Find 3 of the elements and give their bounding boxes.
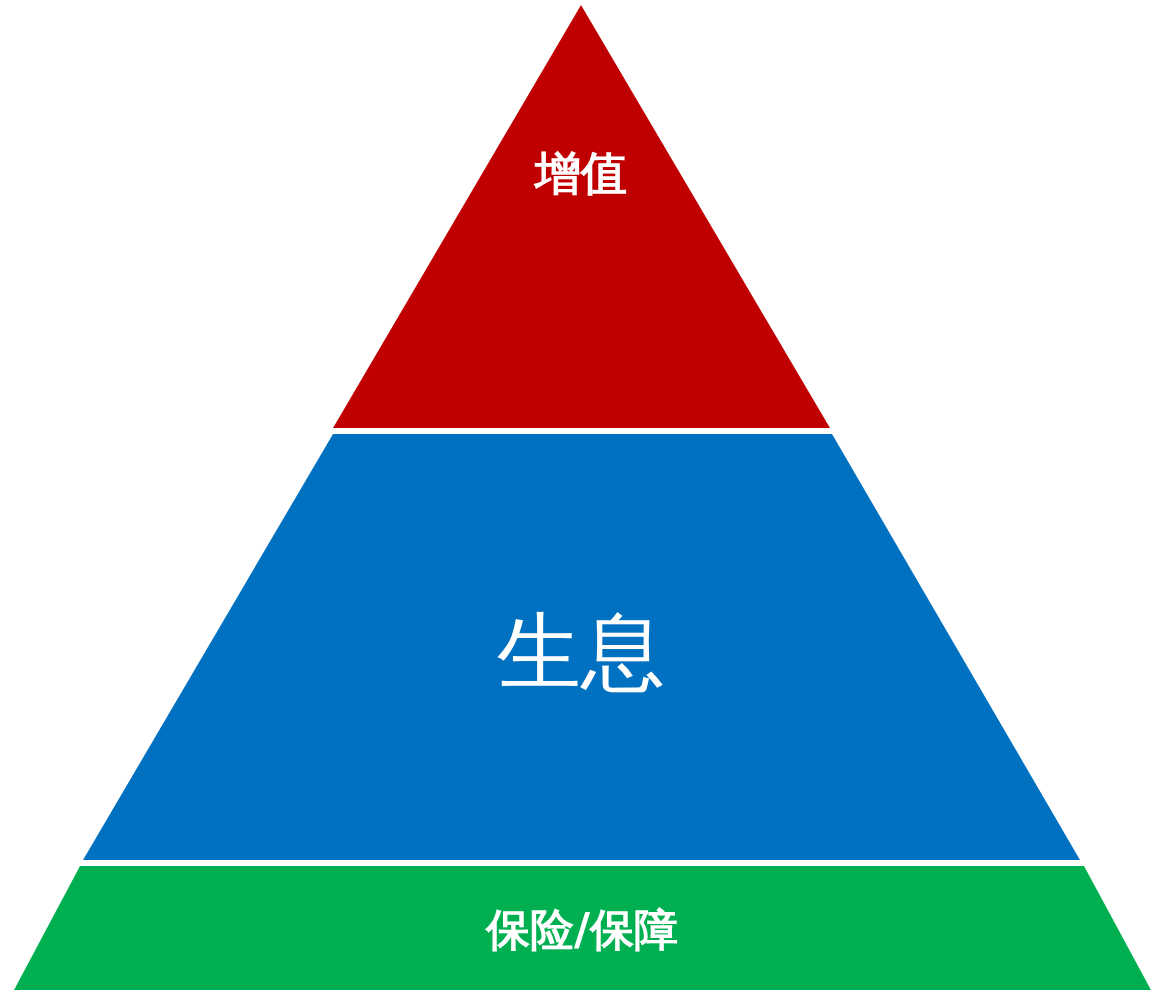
- tier-label: 保险/保障: [485, 908, 679, 952]
- tier-label: 生息: [497, 610, 665, 694]
- tier-label: 增值: [535, 150, 627, 196]
